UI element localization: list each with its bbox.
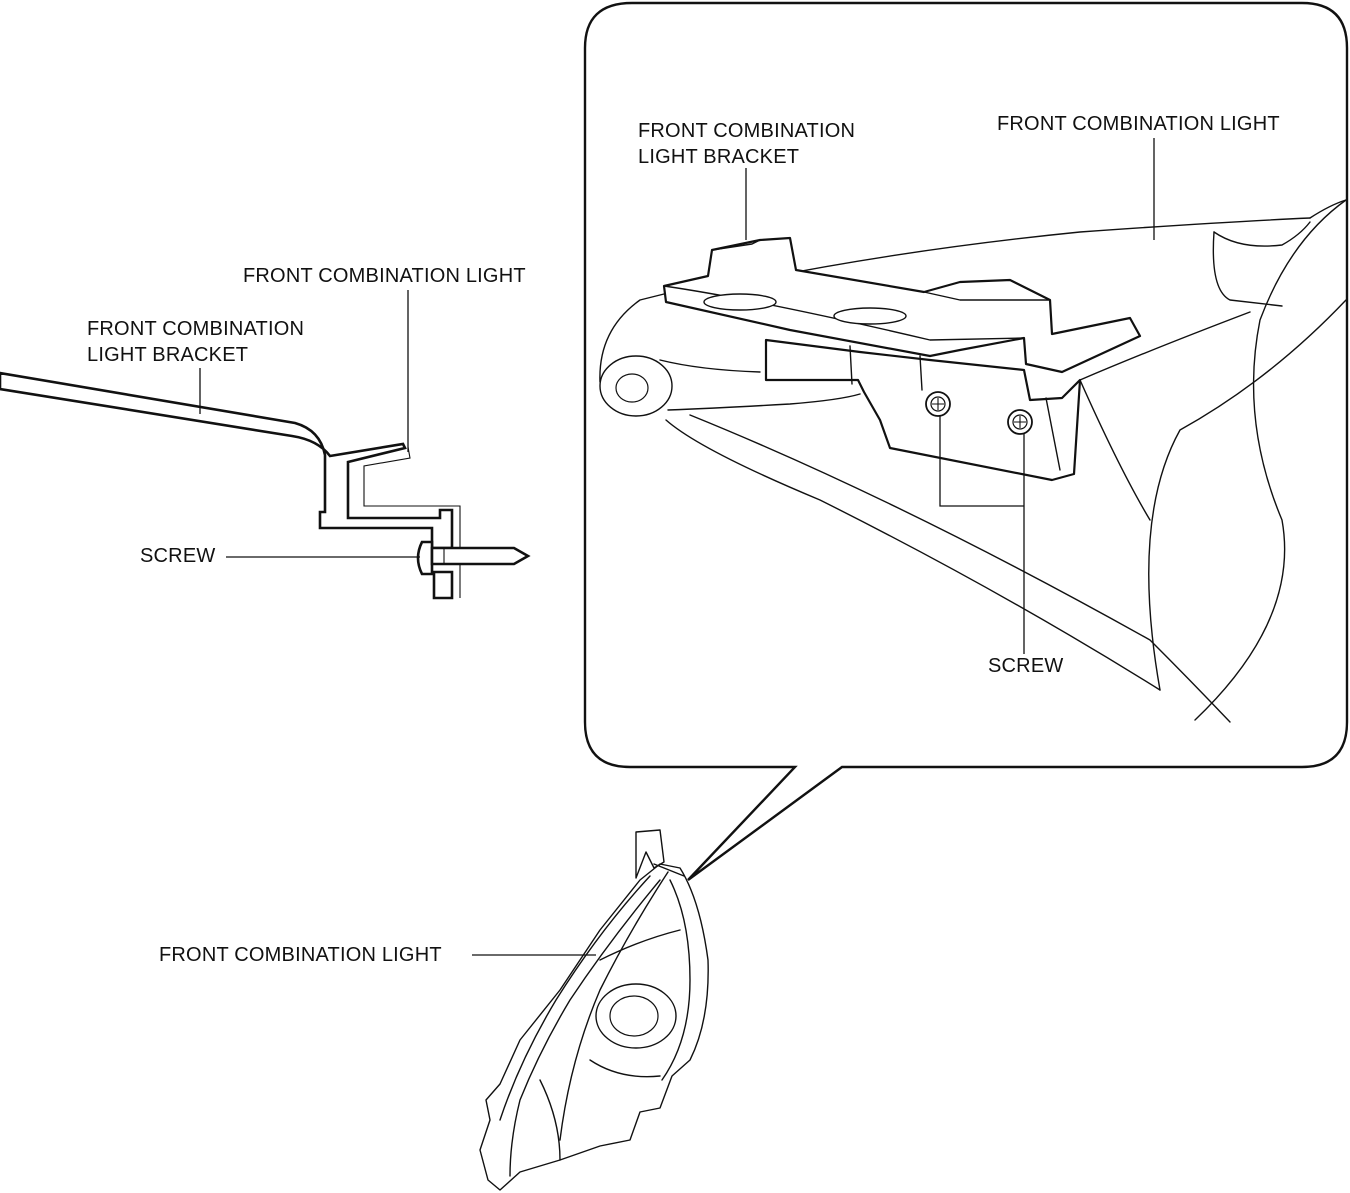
leader-detail-screw — [939, 416, 1025, 654]
detail-screw-left — [925, 391, 951, 417]
detail-bracket-leg — [764, 338, 1082, 482]
label-detail-light: FRONT COMBINATION LIGHT — [997, 113, 1280, 135]
section-light-flange — [363, 446, 461, 598]
detail-screw-right — [1007, 409, 1033, 435]
headlight-outline — [479, 863, 709, 1191]
headlight-projector — [595, 983, 677, 1049]
label-section-screw: SCREW — [140, 545, 216, 567]
detail-round-boss — [599, 355, 673, 417]
detail-view — [599, 138, 1347, 723]
label-overview-light: FRONT COMBINATION LIGHT — [159, 944, 442, 966]
label-section-light: FRONT COMBINATION LIGHT — [243, 265, 526, 287]
overview-headlight — [472, 829, 709, 1191]
label-section-bracket-2: LIGHT BRACKET — [87, 344, 249, 366]
detail-light-housing — [739, 217, 1311, 284]
label-detail-screw: SCREW — [988, 655, 1064, 677]
section-view — [0, 290, 531, 600]
section-screw — [416, 540, 531, 576]
label-detail-bracket-2: LIGHT BRACKET — [638, 146, 800, 168]
label-section-bracket-1: FRONT COMBINATION — [87, 318, 305, 340]
section-bracket-plate — [0, 371, 454, 550]
section-lower-tab — [432, 570, 454, 600]
label-detail-bracket-1: FRONT COMBINATION — [638, 120, 856, 142]
